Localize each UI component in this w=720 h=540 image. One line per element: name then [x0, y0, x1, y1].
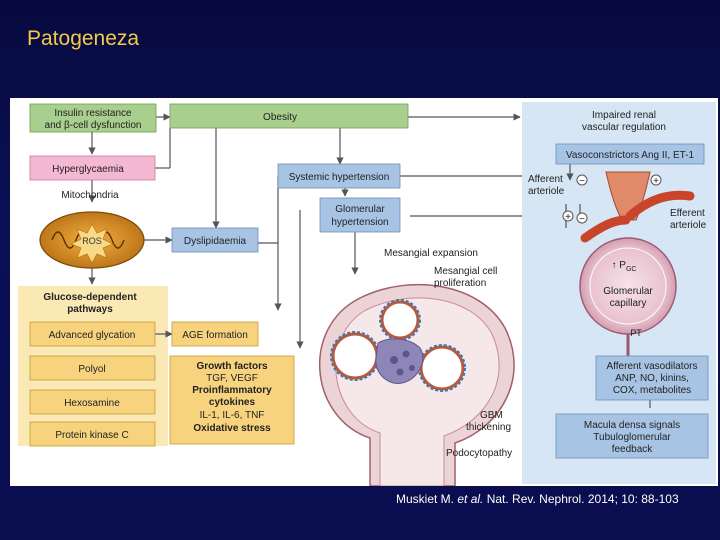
- glomerular-hypertension-label-2: hypertension: [331, 217, 388, 228]
- systemic-hypertension-box: [277, 163, 401, 189]
- minus-sign-left: −: [579, 214, 585, 225]
- dyslipidaemia-box: [171, 227, 259, 253]
- pathogenesis-diagram: Insulin resistance and β-cell dysfunctio…: [18, 102, 716, 486]
- oxidative-stress-label: Oxidative stress: [193, 423, 271, 434]
- advanced-glycation-label: Advanced glycation: [49, 330, 136, 341]
- vasoconstrictors-label: Vasoconstrictors Ang II, ET-1: [566, 150, 695, 161]
- macula-densa-label-2: Tubuloglomerular: [593, 432, 671, 443]
- podocytopathy-label: Podocytopathy: [446, 448, 512, 459]
- tgf-vegf-label: TGF, VEGF: [206, 373, 258, 384]
- afferent-vasodilators-label-2: ANP, NO, kinins,: [615, 373, 689, 384]
- protein-kinase-c-box: [29, 421, 156, 447]
- minus-sign-left-icon: [576, 212, 588, 224]
- dyslipidaemia-label: Dyslipidaemia: [184, 236, 247, 247]
- gbm-label-2: thickening: [466, 422, 511, 433]
- gbm-label-1: GBM: [480, 410, 503, 421]
- citation-source: Nat. Rev. Nephrol. 2014; 10: 88-103: [486, 492, 679, 506]
- pathogenesis-figure: Insulin resistance and β-cell dysfunctio…: [10, 98, 718, 486]
- growth-factors-box: [169, 355, 295, 445]
- mitochondria-label: Mitochondria: [61, 190, 119, 201]
- glomerular-hypertension-label-1: Glomerular: [335, 204, 385, 215]
- insulin-label-2: and β-cell dysfunction: [45, 120, 142, 131]
- impaired-regulation-label-2: vascular regulation: [582, 122, 666, 133]
- glomerular-capillary-label-1: Glomerular: [603, 286, 653, 297]
- citation-etal: et al.: [457, 492, 484, 506]
- glucose-pathways-title-2: pathways: [67, 304, 113, 315]
- afferent-arteriole-label-1: Afferent: [528, 174, 563, 185]
- glucose-pathways-title-1: Glucose-dependent: [43, 292, 137, 303]
- glomerular-hypertension-box: [319, 197, 401, 233]
- afferent-vasodilators-label-1: Afferent vasodilators: [607, 361, 698, 372]
- mesangial-proliferation-label-2: proliferation: [434, 278, 486, 289]
- proinflammatory-label: Proinflammatory: [192, 385, 272, 396]
- pt-label: PT: [630, 328, 642, 338]
- macula-densa-label-3: feedback: [612, 444, 654, 455]
- growth-factors-label: Growth factors: [196, 361, 268, 372]
- mesangial-proliferation-label-1: Mesangial cell: [434, 266, 497, 277]
- minus-sign-top: −: [579, 176, 585, 187]
- advanced-glycation-box: [29, 321, 156, 347]
- hyperglycaemia-label: Hyperglycaemia: [52, 164, 124, 175]
- age-formation-box: [171, 321, 259, 347]
- protein-kinase-c-label: Protein kinase C: [55, 430, 128, 441]
- hexosamine-box: [29, 389, 156, 415]
- slide-title: Patogeneza: [27, 27, 140, 50]
- macula-densa-box: [555, 413, 709, 459]
- hexosamine-label: Hexosamine: [64, 398, 120, 409]
- plus-sign-top: +: [653, 176, 659, 187]
- obesity-box: [169, 103, 409, 129]
- impaired-regulation-label-1: Impaired renal: [592, 110, 656, 121]
- interleukins-label: IL-1, IL-6, TNF: [200, 410, 265, 421]
- cytokines-label: cytokines: [209, 397, 256, 408]
- afferent-vasodilators-box: [595, 355, 709, 401]
- mesangial-expansion-label: Mesangial expansion: [384, 248, 478, 259]
- mitochondria-illustration: [39, 211, 145, 269]
- connector-lines: [88, 113, 654, 408]
- plus-sign-top-icon: [650, 174, 662, 186]
- glomerular-capillary-label-2: capillary: [610, 298, 647, 309]
- insulin-resistance-box: [29, 103, 157, 133]
- plus-sign-left-icon: [562, 210, 574, 222]
- hyperglycaemia-box: [29, 155, 156, 181]
- efferent-arteriole-label-2: arteriole: [670, 220, 707, 231]
- minus-sign-top-icon: [576, 174, 588, 186]
- polyol-label: Polyol: [78, 364, 105, 375]
- age-formation-label: AGE formation: [182, 330, 248, 341]
- efferent-arteriole-label-1: Efferent: [670, 208, 705, 219]
- renal-glomerulus-illustration: [579, 171, 695, 356]
- obesity-label: Obesity: [263, 112, 297, 123]
- vasoconstrictors-box: [555, 143, 705, 165]
- afferent-vasodilators-label-3: COX, metabolites: [613, 385, 691, 396]
- pgc-label: ↑ PGC: [612, 260, 637, 273]
- macula-densa-label-1: Macula densa signals: [584, 420, 680, 431]
- afferent-arteriole-label-2: arteriole: [528, 186, 565, 197]
- plus-sign-left: +: [565, 212, 571, 223]
- citation: Muskiet M. et al. Nat. Rev. Nephrol. 201…: [396, 492, 679, 506]
- citation-authors: Muskiet M.: [396, 492, 455, 506]
- insulin-label-1: Insulin resistance: [54, 108, 132, 119]
- glomerulus-illustration: [318, 283, 515, 486]
- ros-label: ROS: [82, 236, 102, 246]
- systemic-hypertension-label: Systemic hypertension: [289, 172, 390, 183]
- polyol-box: [29, 355, 156, 381]
